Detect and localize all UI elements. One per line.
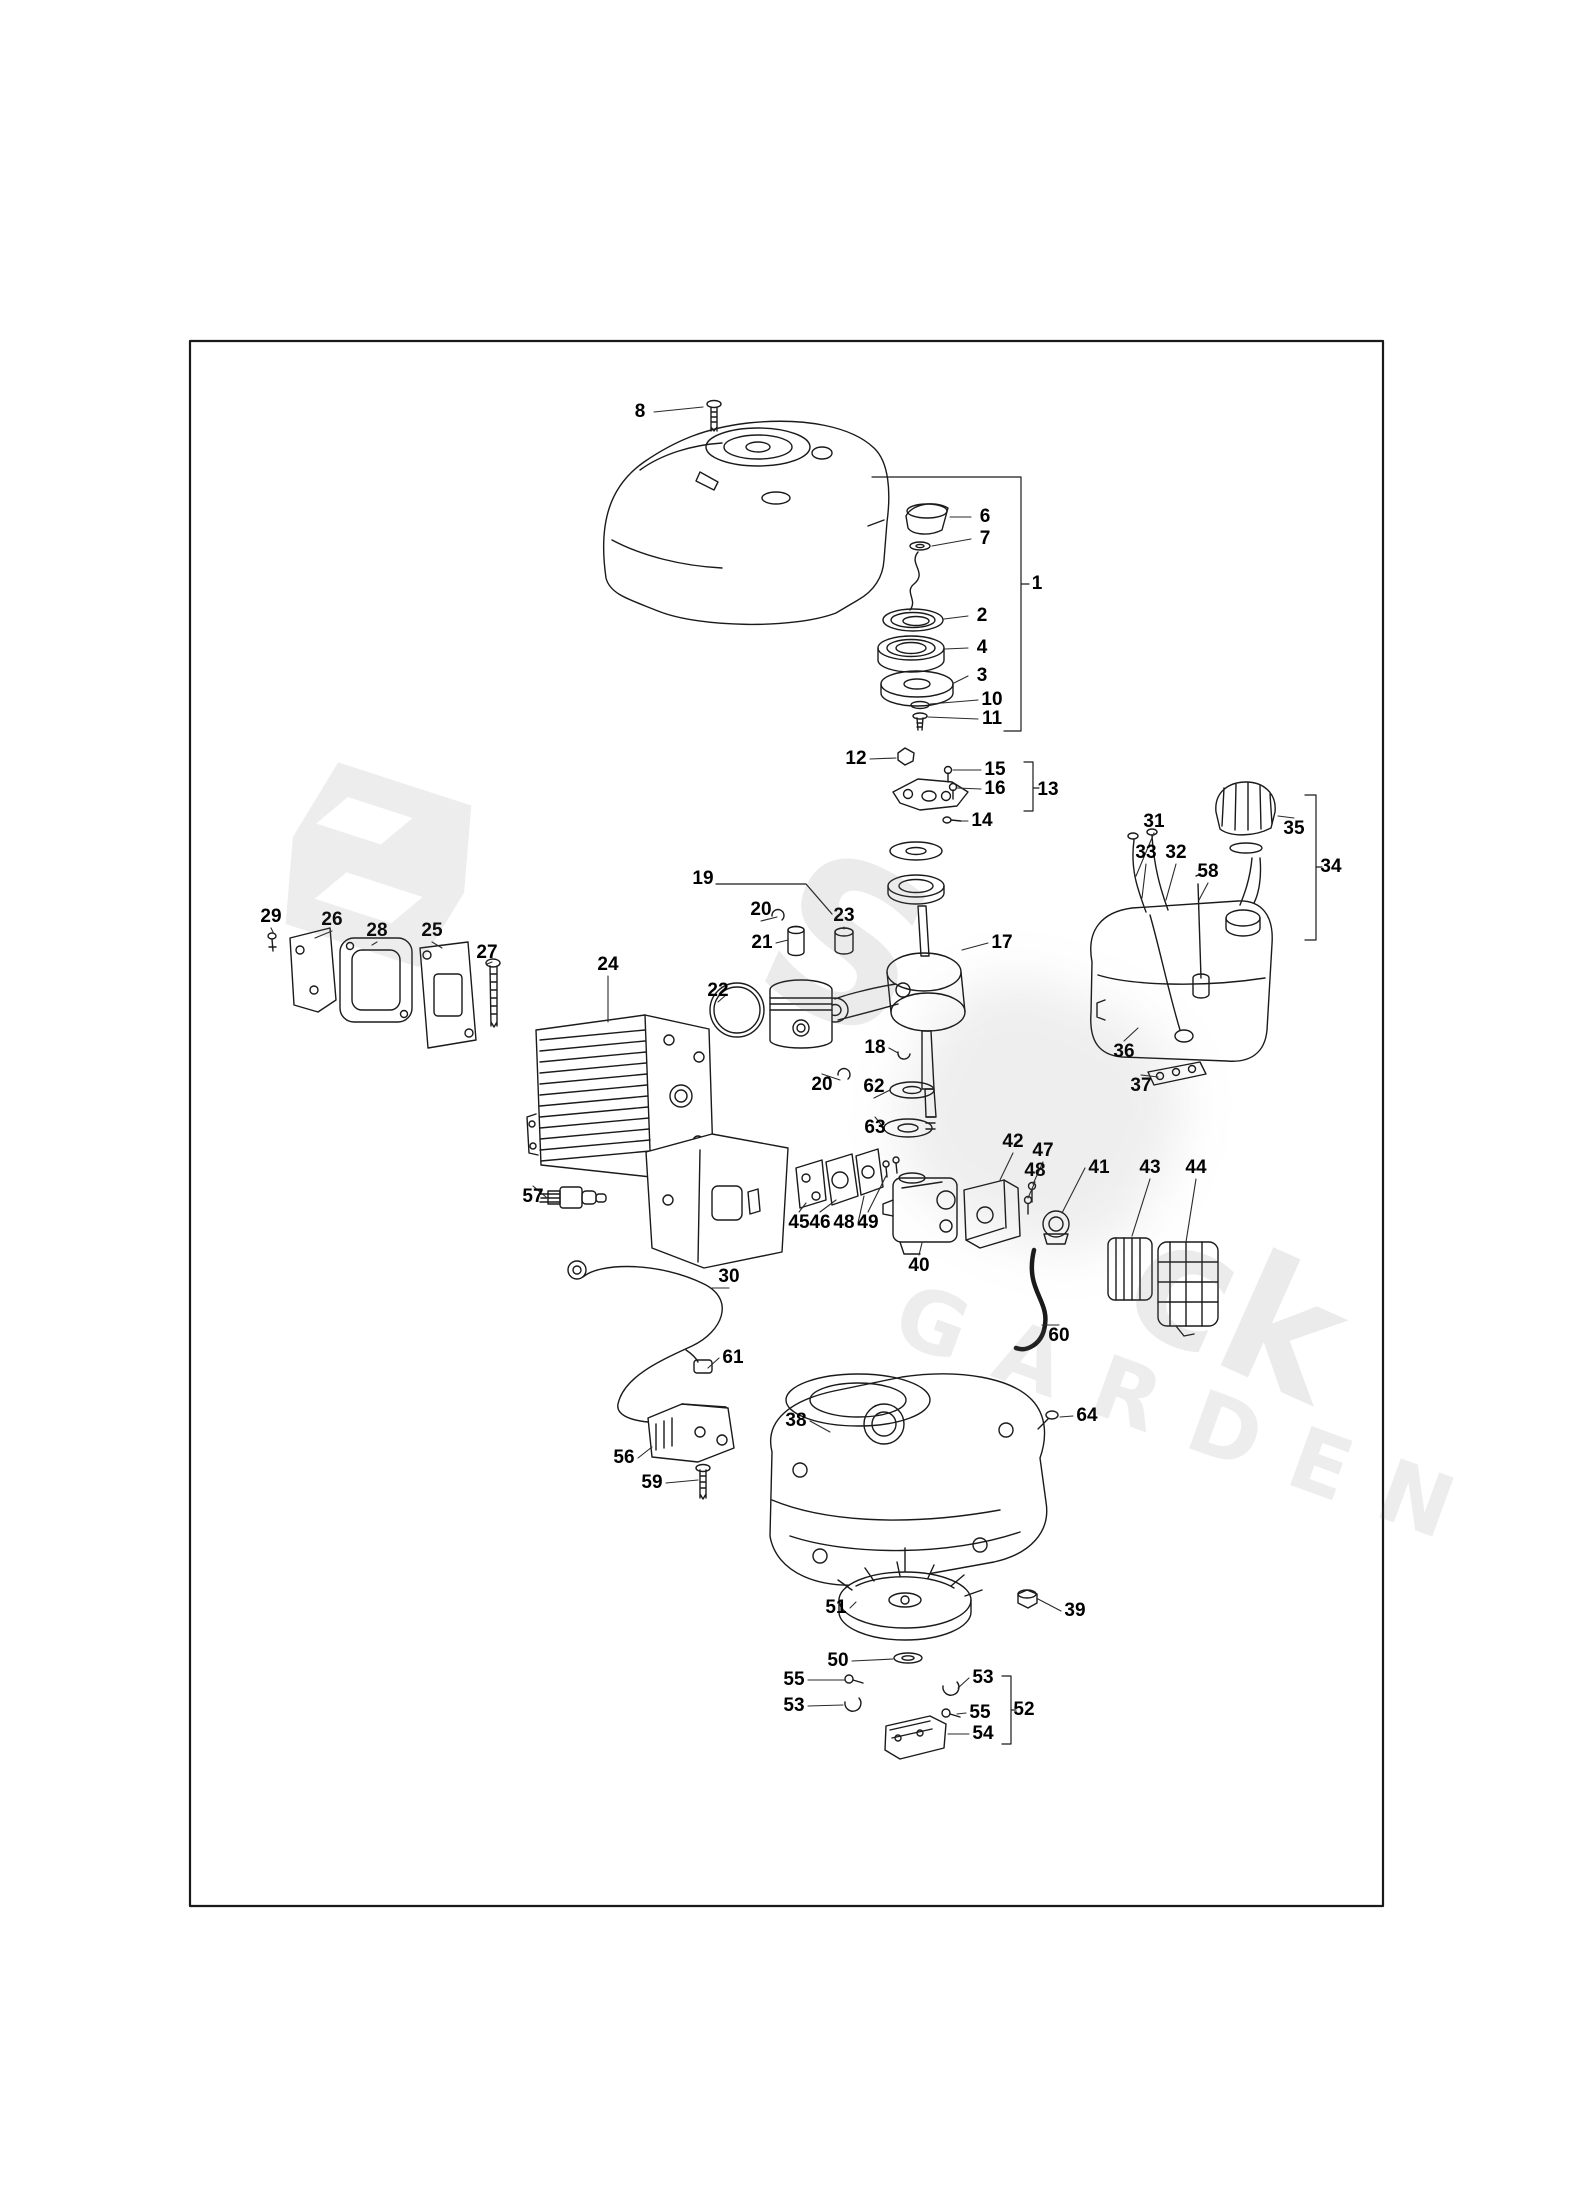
screw-59 (695, 1463, 711, 1500)
carburetor (882, 1172, 958, 1255)
carb-gaskets (795, 1148, 900, 1209)
page-border (188, 339, 1385, 1908)
reference-brackets (715, 476, 1323, 1745)
piston-assembly (709, 908, 935, 1138)
crankshaft (821, 905, 966, 1130)
airbox (963, 1179, 1037, 1249)
screw-64 (1037, 1410, 1059, 1430)
fuel-hose (1013, 1247, 1048, 1352)
fuel-tank (1090, 900, 1273, 1062)
spark-plug (539, 1186, 607, 1209)
fuel-cap (1215, 781, 1276, 906)
flywheel-nut (1017, 1589, 1038, 1609)
washer-bearing (887, 841, 945, 905)
stop-switch-assembly (844, 1674, 961, 1760)
cylinder (526, 1014, 714, 1178)
air-filter-elements (1107, 1237, 1219, 1337)
leader-lines (270, 406, 1295, 1735)
engine-shield (645, 1133, 789, 1269)
primer-bulb (1042, 1210, 1070, 1245)
flywheel (837, 1561, 983, 1641)
ignition-coil (647, 1403, 735, 1463)
engine-cover (602, 420, 890, 626)
screw-8 (706, 399, 722, 432)
tank-grommet-strip (1147, 1061, 1207, 1086)
fuel-lines (1127, 828, 1210, 999)
muffler-group (267, 927, 501, 1049)
starter-pawl-assembly (892, 747, 969, 824)
spark-plug-wire (567, 1260, 723, 1423)
crankcase (769, 1373, 1048, 1598)
starter-assembly (877, 503, 954, 731)
washer-50 (893, 1652, 923, 1664)
